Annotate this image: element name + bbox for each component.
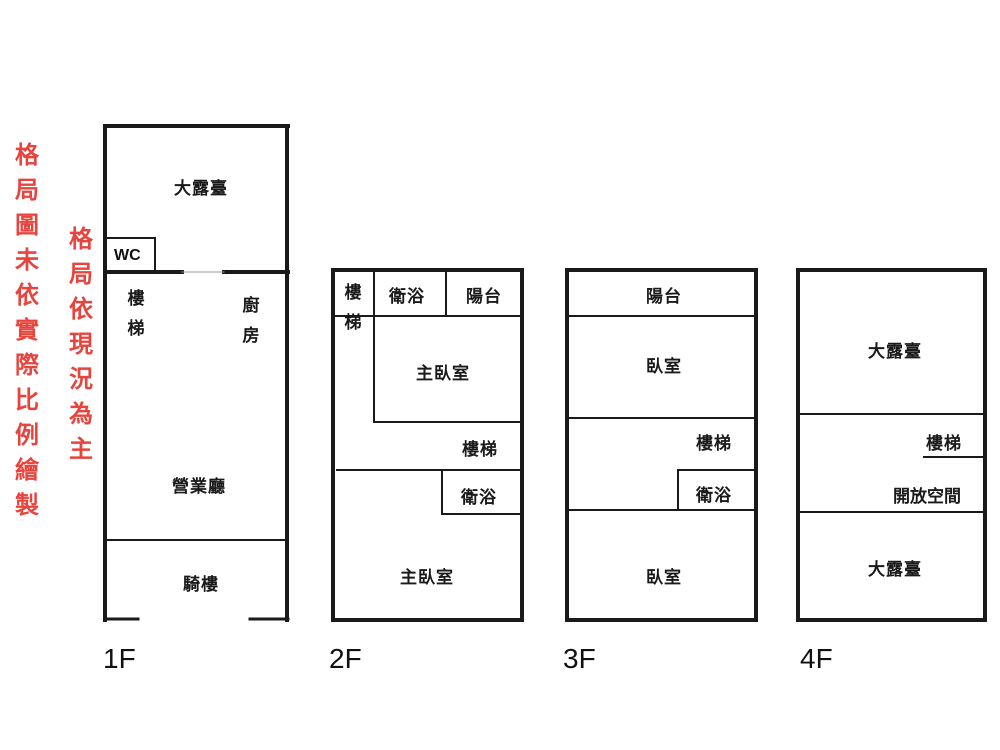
4f-open-space-label: 開放空間 xyxy=(893,487,961,507)
4f-stairs-label: 樓梯 xyxy=(926,434,962,454)
3f-bath-label: 衛浴 xyxy=(696,486,732,506)
4f-floor-label: 4F xyxy=(800,643,833,674)
3f-balcony-label: 陽台 xyxy=(646,287,682,307)
1f-kitchen-label: 廚房 xyxy=(242,296,260,346)
1f-arcade-label: 騎樓 xyxy=(183,575,219,595)
2f-balcony-label: 陽台 xyxy=(466,287,502,307)
1f-floor-label: 1F xyxy=(103,643,136,674)
2f-stairs-top-label: 樓梯 xyxy=(344,283,362,333)
1f-hall-label: 營業廳 xyxy=(172,477,226,497)
1f-wc-label: WC xyxy=(114,247,141,264)
disclaimer-scale-note: 格局圖未依實際比例繪製 xyxy=(15,141,39,519)
3f-stairs-label: 樓梯 xyxy=(696,434,732,454)
3f-bedroom-bottom-label: 臥室 xyxy=(646,568,682,588)
3f-walls xyxy=(565,268,758,622)
4f-terrace-bottom-label: 大露臺 xyxy=(868,560,922,580)
2f-stairs-mid-label: 樓梯 xyxy=(462,440,498,460)
1f-stairs-label: 樓梯 xyxy=(127,289,145,339)
2f-bath-mid-label: 衛浴 xyxy=(461,488,497,508)
2f-master-bottom-label: 主臥室 xyxy=(400,568,454,588)
2f-floor-label: 2F xyxy=(329,643,362,674)
2f-walls xyxy=(331,268,524,622)
2f-bath-top-label: 衛浴 xyxy=(389,287,425,307)
3f-bedroom-top-label: 臥室 xyxy=(646,357,682,377)
1f-walls xyxy=(103,124,290,622)
4f-terrace-top-label: 大露臺 xyxy=(868,342,922,362)
4f-walls xyxy=(796,268,987,622)
2f-master-top-label: 主臥室 xyxy=(416,364,470,384)
3f-floor-label: 3F xyxy=(563,643,596,674)
disclaimer-current-note: 格局依現況為主 xyxy=(69,225,93,463)
1f-terrace-label: 大露臺 xyxy=(174,179,228,199)
